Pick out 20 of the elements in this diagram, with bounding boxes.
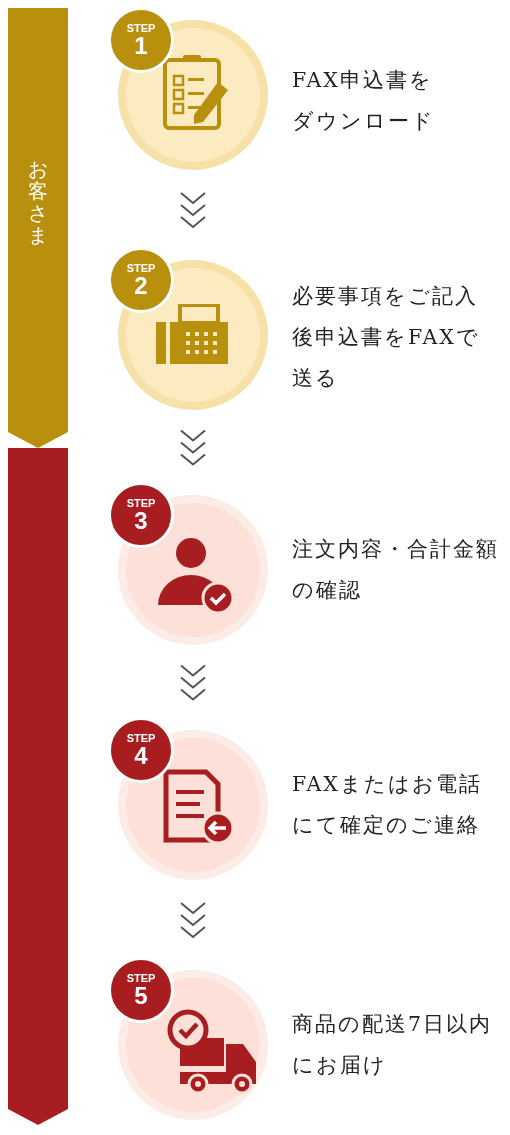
step-description: FAXまたはお電話にて確定のご連絡 [292,771,483,839]
step-label: STEP [126,22,156,34]
step-description: 注文内容・合計金額の確認 [292,536,500,604]
step-number: 2 [134,274,148,298]
step-number: 4 [134,744,148,768]
step-description: 必要事項をご記入後申込書をFAXで送る [292,282,481,392]
chevron-arrow [180,902,206,939]
step-label: STEP [126,497,156,509]
step-label: STEP [126,262,156,274]
step-label: STEP [126,972,156,984]
band-label: お客さま [28,158,48,246]
step-number: 5 [134,984,148,1008]
step-label: STEP [126,732,156,744]
step-number: 3 [134,509,148,533]
chevron-arrow [180,664,206,701]
step-number: 1 [134,34,148,58]
chevron-arrow [180,429,206,466]
step-description: FAX申込書をダウンロード [292,67,436,135]
step-description: 商品の配送7日以内にお届け [292,1011,494,1079]
chevron-arrow [180,192,206,229]
